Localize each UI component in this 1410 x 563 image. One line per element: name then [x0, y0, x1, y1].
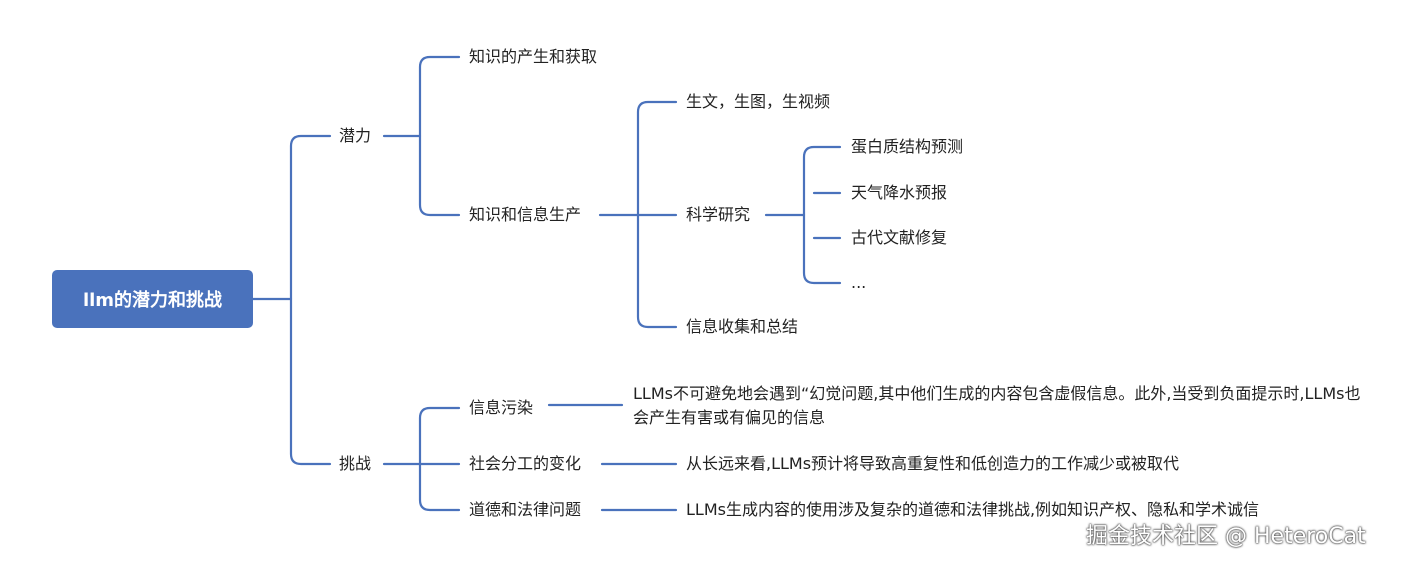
- production-bracket: [636, 100, 678, 329]
- research-bracket: [802, 145, 842, 285]
- challenge-bracket: [418, 406, 461, 512]
- topic-knowledge-acquisition[interactable]: 知识的产生和获取: [469, 47, 598, 66]
- root-topic[interactable]: llm的潜力和挑战: [52, 270, 253, 328]
- topic-info-collection[interactable]: 信息收集和总结: [686, 317, 799, 336]
- topic-weather-forecast[interactable]: 天气降水预报: [851, 183, 948, 202]
- topic-protein-structure[interactable]: 蛋白质结构预测: [851, 137, 964, 156]
- topic-info-pollution[interactable]: 信息污染: [469, 398, 534, 417]
- topic-challenges[interactable]: 挑战: [339, 454, 372, 473]
- watermark: 掘金技术社区 @ HeteroCat: [1086, 524, 1366, 549]
- topic-ancient-literature[interactable]: 古代文献修复: [851, 228, 948, 247]
- detail-ethics-law[interactable]: LLMs生成内容的使用涉及复杂的道德和法律挑战,例如知识产权、隐私和学术诚信: [686, 500, 1260, 519]
- topic-social-division[interactable]: 社会分工的变化: [469, 454, 582, 473]
- topic-ethics-law[interactable]: 道德和法律问题: [469, 500, 582, 519]
- topic-scientific-research[interactable]: 科学研究: [686, 205, 751, 224]
- topic-potential[interactable]: 潜力: [339, 126, 372, 145]
- potential-bracket: [418, 55, 461, 217]
- topic-knowledge-production[interactable]: 知识和信息生产: [469, 205, 582, 224]
- topic-ellipsis[interactable]: ...: [851, 273, 867, 292]
- detail-social-division[interactable]: 从长远来看,LLMs预计将导致高重复性和低创造力的工作减少或被取代: [686, 454, 1180, 473]
- detail-info-pollution[interactable]: LLMs不可避免地会遇到“幻觉问题,其中他们生成的内容包含虚假信息。此外,当受到…: [633, 384, 1361, 427]
- topic-generation[interactable]: 生文，生图，生视频: [686, 92, 831, 111]
- level1-bracket: [289, 134, 332, 466]
